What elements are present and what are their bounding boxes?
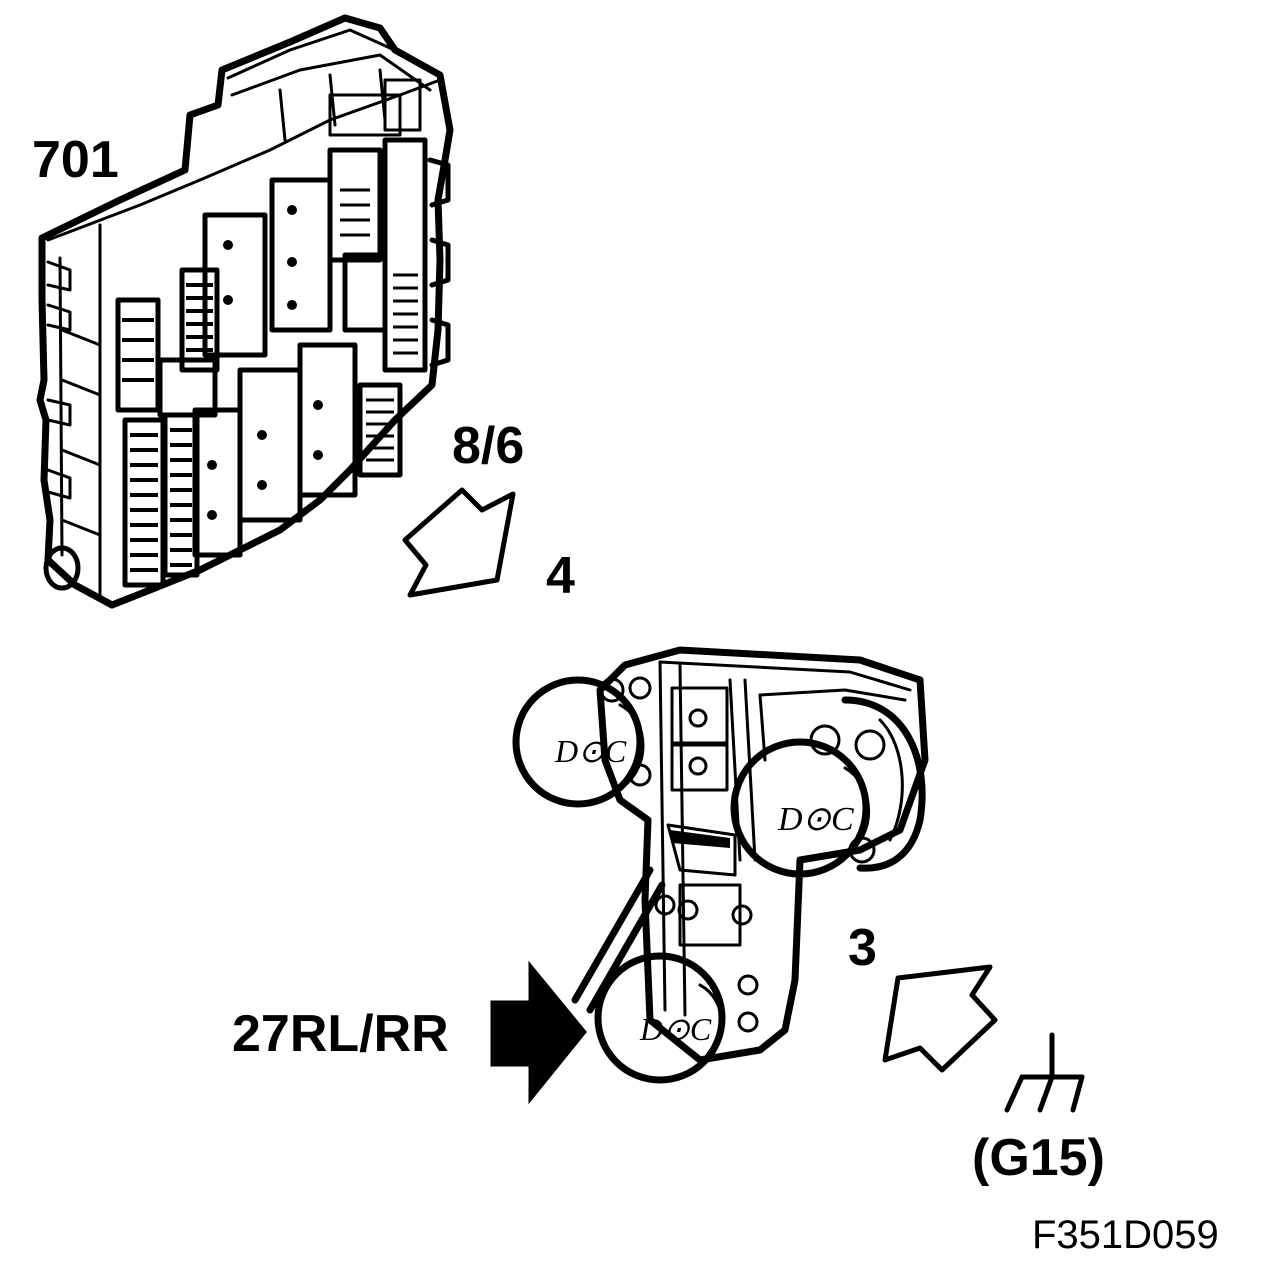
ground-point-label: (G15) [972, 1129, 1105, 1187]
step-3-label: 3 [848, 919, 877, 977]
step-4-label: 4 [546, 547, 575, 605]
bulb: D⊙C [730, 738, 871, 878]
figure-id-label: F351D059 [1032, 1213, 1219, 1257]
lamp-holder-drawing [596, 646, 929, 1064]
ground-icon [1004, 1032, 1085, 1113]
lamp-connector-label: 27RL/RR [232, 1005, 449, 1063]
bulb: D⊙C [512, 676, 645, 808]
solid-arrow-right [490, 960, 587, 1105]
lamp-wire [571, 866, 654, 1004]
bulb-marking: D⊙C [554, 733, 627, 769]
control-unit-701-drawing [36, 14, 454, 609]
outline-arrow-down-right [402, 487, 516, 598]
outline-arrow-up-left [882, 964, 998, 1073]
bulb-marking: D⊙C [777, 801, 854, 838]
control-unit-label: 701 [32, 131, 119, 189]
bulb-marking: D⊙C [639, 1011, 712, 1047]
bulb: D⊙C [594, 952, 726, 1084]
connector-ref-label: 8/6 [452, 417, 525, 475]
